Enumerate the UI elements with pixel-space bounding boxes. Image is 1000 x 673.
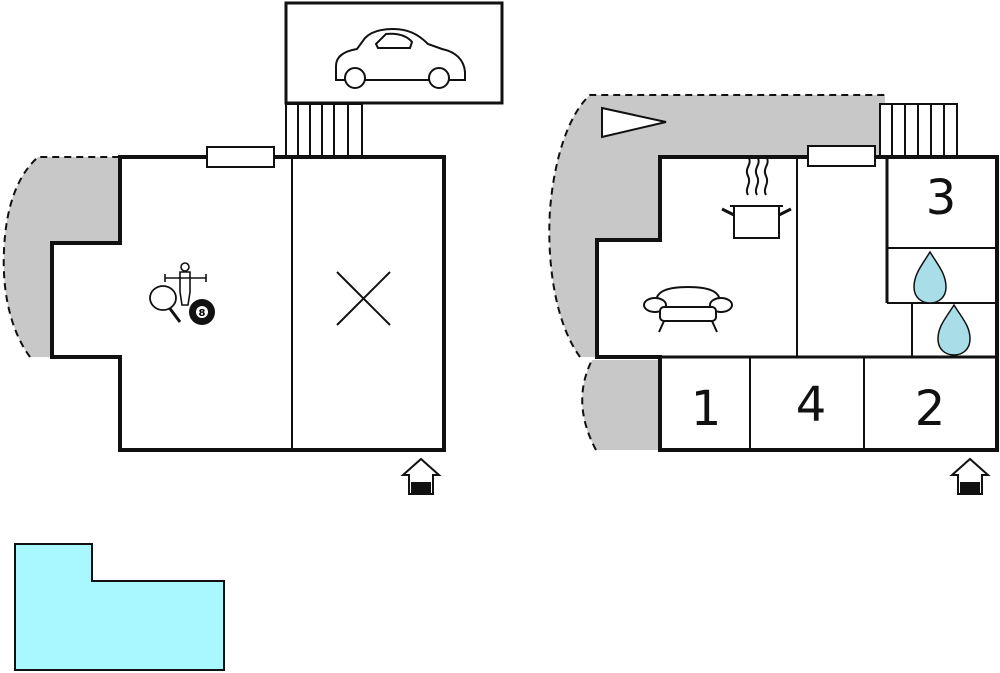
water-drop-icon: [937, 303, 971, 356]
room-2-label: 2: [915, 381, 946, 437]
billiard-ball-number: 8: [199, 308, 206, 319]
left-walls: [50, 146, 446, 452]
room-3-label: 3: [926, 170, 957, 226]
right-terrace-south: [581, 359, 662, 451]
room-4-label: 4: [796, 377, 827, 433]
pool-shape: [14, 543, 225, 671]
entrance-icon: [949, 457, 991, 495]
bedroom-cross-icon: [336, 271, 391, 326]
right-stairs: [879, 103, 958, 157]
car-icon: [335, 27, 466, 89]
room-1-label: 1: [691, 381, 722, 437]
entrance-icon: [400, 457, 442, 495]
cooking-pot-icon: [721, 157, 792, 239]
billiard-ball-icon: 8: [189, 299, 215, 325]
sofa-icon: [643, 285, 733, 333]
ping-pong-paddle-icon: [149, 285, 182, 323]
left-terrace: [2, 156, 120, 358]
table-football-icon: [164, 262, 207, 306]
right-window: [807, 145, 876, 167]
left-window: [206, 146, 275, 168]
water-drop-icon: [913, 250, 947, 304]
north-arrow-icon: [601, 106, 667, 139]
left-stairs: [285, 103, 363, 157]
right-terrace-north: [548, 94, 885, 358]
right-walls: [595, 145, 999, 452]
